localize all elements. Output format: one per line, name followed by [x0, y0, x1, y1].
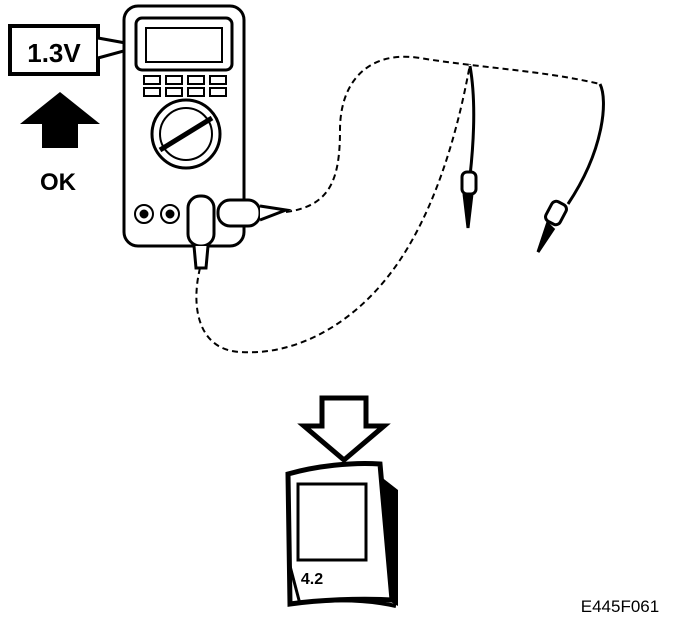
test-leads [195, 55, 601, 354]
multimeter-icon [122, 4, 246, 248]
test-probe-icon [216, 198, 292, 228]
test-probe-icon [536, 83, 605, 253]
reading-callout: 1.3V [8, 24, 143, 76]
arrow-up-icon [20, 92, 100, 148]
figure-code: E445F061 [581, 597, 659, 616]
reading-value: 1.3V [27, 38, 81, 68]
test-probe-icon [186, 194, 216, 270]
test-probe-icon [460, 65, 478, 229]
manual-section-label: 4.2 [301, 571, 323, 588]
manual-book-icon: 4.2 [285, 461, 398, 608]
arrow-down-icon [297, 395, 391, 464]
status-label: OK [40, 169, 77, 196]
